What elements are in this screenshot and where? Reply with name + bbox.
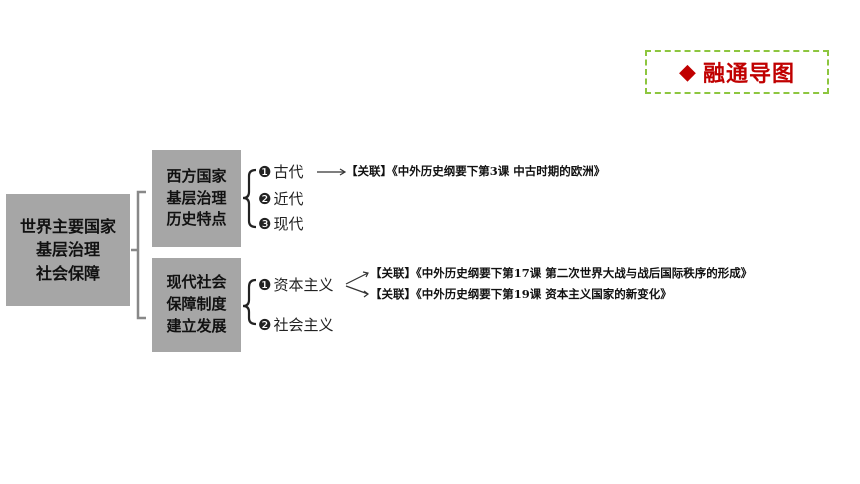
related-lesson-link: 【关联】《中外历史纲要下第3课 中古时期的欧洲》 <box>346 164 606 178</box>
number-badge: ❸ <box>258 214 272 233</box>
leaf-socialism: ❷ 社会主义 <box>258 314 333 335</box>
leaf-label: 社会主义 <box>273 316 334 334</box>
leaf-label: 近代 <box>273 190 304 208</box>
branch-line: 建立发展 <box>166 316 227 335</box>
number-badge: ❷ <box>258 315 272 334</box>
number-badge: ❶ <box>258 162 272 181</box>
related-lesson-link: 【关联】《中外历史纲要下第17课 第二次世界大战与战后国际秩序的形成》 <box>370 266 753 280</box>
leaf-label: 现代 <box>273 215 304 233</box>
root-node: 世界主要国家 基层治理 社会保障 <box>6 194 130 306</box>
branch-line: 历史特点 <box>166 210 227 229</box>
branch-node-western: 西方国家 基层治理 历史特点 <box>152 150 241 247</box>
diamond-icon: ◆ <box>679 59 697 85</box>
number-badge: ❷ <box>258 189 272 208</box>
branch-line: 现代社会 <box>166 273 227 292</box>
root-line: 基层治理 <box>35 240 100 260</box>
arrow-capitalism-2 <box>345 285 369 295</box>
root-line: 世界主要国家 <box>19 217 116 237</box>
leaf-label: 古代 <box>273 163 304 181</box>
leaf-capitalism: ❶ 资本主义 <box>258 274 333 295</box>
leaf-label: 资本主义 <box>273 276 334 294</box>
branch-node-social-security: 现代社会 保障制度 建立发展 <box>152 258 241 352</box>
branch-line: 西方国家 <box>166 166 227 185</box>
related-lesson-link: 【关联】《中外历史纲要下第19课 资本主义国家的新变化》 <box>370 287 672 301</box>
branch-line: 保障制度 <box>166 295 227 314</box>
leaf-modern-early: ❷ 近代 <box>258 188 303 209</box>
brace-branch-2 <box>242 278 257 326</box>
leaf-ancient: ❶ 古代 <box>258 161 303 182</box>
badge-label: 融通导图 <box>702 61 795 87</box>
root-line: 社会保障 <box>35 263 100 283</box>
brace-branch-1 <box>242 168 257 229</box>
branch-line: 基层治理 <box>166 188 227 207</box>
arrow-capitalism-1 <box>345 272 369 285</box>
topic-badge: ◆ 融通导图 <box>645 50 829 94</box>
root-bracket <box>131 190 146 320</box>
leaf-contemporary: ❸ 现代 <box>258 213 303 234</box>
number-badge: ❶ <box>258 275 272 294</box>
